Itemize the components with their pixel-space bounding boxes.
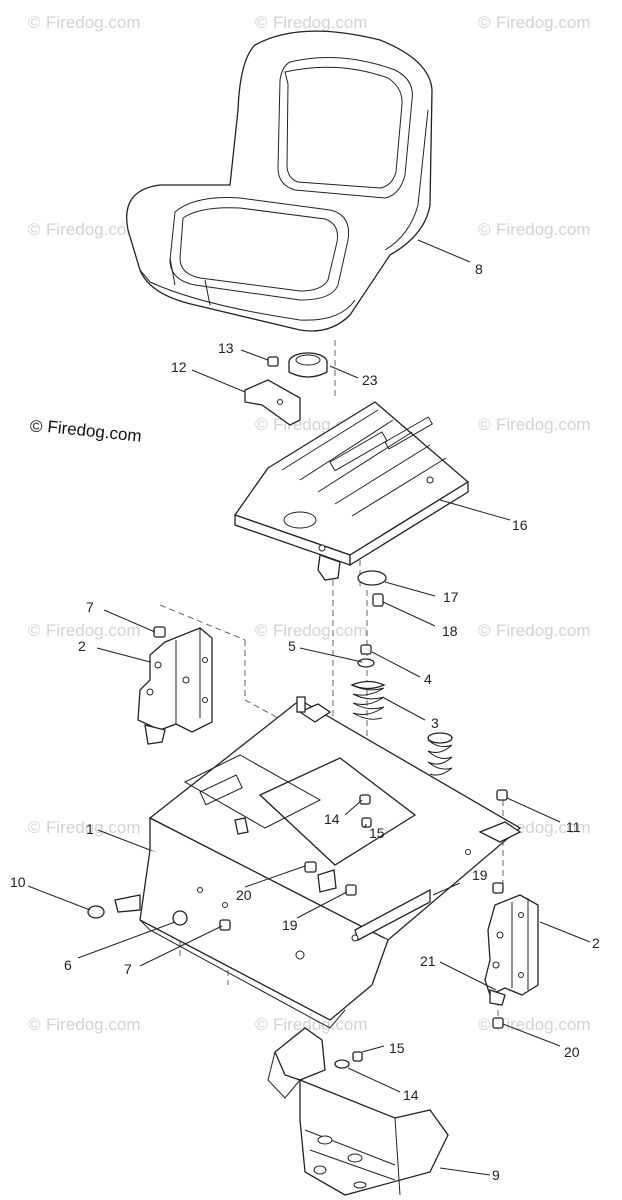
spring xyxy=(427,732,454,776)
watermark: © Firedog.com xyxy=(478,415,590,434)
callout-23: 23 xyxy=(362,372,378,388)
watermark: © Firedog.com xyxy=(255,621,367,640)
svg-text:Firedog.com: Firedog.com xyxy=(46,621,140,640)
firedog-logo: © Firedog.com xyxy=(30,417,143,446)
svg-text:©: © xyxy=(255,1015,268,1034)
watermark: © Firedog.com xyxy=(28,13,140,32)
callout-20-middle: 20 xyxy=(236,887,252,903)
svg-text:Firedog.com: Firedog.com xyxy=(46,1015,140,1034)
svg-text:©: © xyxy=(255,621,268,640)
watermark: © Firedog.com xyxy=(28,220,140,239)
svg-text:©: © xyxy=(478,415,491,434)
watermark: © Firedog.com xyxy=(28,818,140,837)
callout-18: 18 xyxy=(442,623,458,639)
watermark-layer: © Firedog.com © Firedog.com © Firedog.co… xyxy=(28,13,590,1034)
callout-5: 5 xyxy=(288,638,296,654)
callout-13: 13 xyxy=(218,340,234,356)
callout-1: 1 xyxy=(86,821,94,837)
callout-6: 6 xyxy=(64,957,72,973)
callout-10: 10 xyxy=(10,874,26,890)
svg-text:Firedog.com: Firedog.com xyxy=(273,621,367,640)
callout-8: 8 xyxy=(475,261,483,277)
watermark: © Firedog.com xyxy=(478,220,590,239)
svg-text:Firedog.com: Firedog.com xyxy=(46,13,140,32)
svg-text:©: © xyxy=(478,621,491,640)
lower-bracket xyxy=(267,1027,449,1196)
callout-2-upper: 2 xyxy=(78,638,86,654)
callout-15-lower: 15 xyxy=(389,1040,405,1056)
watermark: © Firedog.com xyxy=(478,621,590,640)
watermark: © Firedog.com xyxy=(255,13,367,32)
svg-text:Firedog.com: Firedog.com xyxy=(46,818,140,837)
callout-19-right: 19 xyxy=(472,867,488,883)
callout-17: 17 xyxy=(443,589,459,605)
callout-7-lower: 7 xyxy=(124,961,132,977)
callout-21: 21 xyxy=(420,953,436,969)
svg-text:Firedog.com: Firedog.com xyxy=(496,220,590,239)
callout-16: 16 xyxy=(512,517,528,533)
svg-text:©: © xyxy=(255,13,268,32)
svg-text:Firedog.com: Firedog.com xyxy=(496,415,590,434)
seat xyxy=(126,30,433,332)
callout-7-upper: 7 xyxy=(86,599,94,615)
svg-text:©: © xyxy=(478,220,491,239)
watermark: © Firedog.com xyxy=(478,1015,590,1034)
seat-hardware xyxy=(244,352,387,668)
svg-text:©: © xyxy=(28,13,41,32)
svg-text:Firedog.com: Firedog.com xyxy=(273,13,367,32)
svg-text:©: © xyxy=(478,1015,491,1034)
svg-text:©: © xyxy=(28,818,41,837)
svg-text:©: © xyxy=(28,621,41,640)
copyright-symbol: © xyxy=(30,417,43,436)
watermark: © Firedog.com xyxy=(28,621,140,640)
callout-4: 4 xyxy=(424,671,432,687)
callout-9: 9 xyxy=(492,1167,500,1183)
spring xyxy=(350,680,386,720)
callout-20-lower: 20 xyxy=(564,1044,580,1060)
callout-11: 11 xyxy=(566,819,581,835)
right-bracket xyxy=(484,894,539,1029)
callout-15-upper: 15 xyxy=(369,825,385,841)
svg-text:©: © xyxy=(28,1015,41,1034)
svg-text:Firedog.com: Firedog.com xyxy=(496,621,590,640)
svg-text:Firedog.com: Firedog.com xyxy=(273,1015,367,1034)
svg-text:©: © xyxy=(28,220,41,239)
svg-text:©: © xyxy=(478,13,491,32)
callouts: 8 13 12 23 16 17 18 7 2 5 4 3 11 1 14 15… xyxy=(10,261,600,1183)
leader-lines xyxy=(27,239,591,1176)
callout-12: 12 xyxy=(171,359,187,375)
callout-3: 3 xyxy=(431,715,439,731)
main-frame xyxy=(87,696,522,1029)
left-bracket xyxy=(137,626,213,745)
callout-19-middle: 19 xyxy=(282,917,298,933)
callout-14-upper: 14 xyxy=(324,811,340,827)
svg-text:Firedog.com: Firedog.com xyxy=(46,220,140,239)
svg-text:Firedog.com: Firedog.com xyxy=(496,1015,590,1034)
callout-2-lower: 2 xyxy=(592,935,600,951)
watermark: © Firedog.com xyxy=(255,1015,367,1034)
callout-14-lower: 14 xyxy=(403,1087,419,1103)
svg-text:©: © xyxy=(255,415,268,434)
logo-text: Firedog.com xyxy=(47,417,143,446)
watermark: © Firedog.com xyxy=(28,1015,140,1034)
seat-plate xyxy=(233,401,470,581)
watermark: © Firedog.com xyxy=(478,13,590,32)
svg-text:Firedog.com: Firedog.com xyxy=(496,13,590,32)
